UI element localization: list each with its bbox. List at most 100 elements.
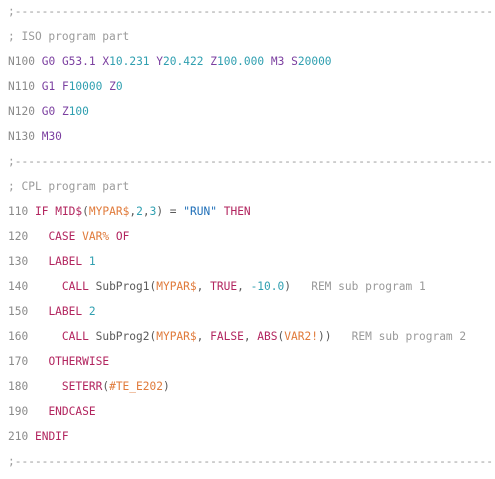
code-text-token: ( bbox=[102, 380, 110, 393]
code-text-token: , bbox=[142, 205, 150, 218]
code-line[interactable]: 160 CALL SubProg2(MYPAR$, FALSE, ABS(VAR… bbox=[8, 329, 466, 345]
variable-token: VAR2! bbox=[284, 330, 318, 343]
variable-token: MYPAR$ bbox=[88, 205, 130, 218]
numeric-value-token: 20000 bbox=[297, 55, 332, 68]
code-text-token bbox=[55, 80, 62, 93]
code-line[interactable]: 130 LABEL 1 bbox=[8, 254, 96, 270]
comment-token: ;---------------------------------------… bbox=[8, 455, 493, 468]
code-line[interactable]: 210 ENDIF bbox=[8, 429, 69, 445]
code-text-token bbox=[55, 105, 62, 118]
address-word-token: Z bbox=[210, 55, 217, 68]
code-line[interactable]: ; ISO program part bbox=[8, 29, 129, 45]
code-text-token bbox=[28, 205, 35, 218]
variable-token: MYPAR$ bbox=[156, 280, 197, 293]
code-text-token: , bbox=[129, 205, 137, 218]
comment-token: ; CPL program part bbox=[8, 180, 130, 193]
code-line[interactable]: N120 G0 Z100 bbox=[8, 104, 89, 120]
address-word-token: F bbox=[61, 80, 69, 93]
line-number-token: N130 bbox=[8, 130, 35, 143]
address-word-token: G0 bbox=[41, 105, 56, 118]
code-line[interactable]: ;---------------------------------------… bbox=[8, 4, 493, 20]
code-line[interactable]: 170 OTHERWISE bbox=[8, 354, 109, 370]
line-number-token: N110 bbox=[8, 80, 35, 93]
address-word-token: G0 bbox=[41, 55, 56, 68]
string-literal-token: "RUN" bbox=[183, 205, 217, 218]
numeric-value-token: 10.231 bbox=[109, 55, 150, 68]
code-line[interactable]: N100 G0 G53.1 X10.231 Y20.422 Z100.000 M… bbox=[8, 54, 332, 70]
code-text-token: ) = bbox=[156, 205, 184, 218]
address-word-token: M3 bbox=[270, 55, 285, 68]
code-line[interactable]: 180 SETERR(#TE_E202) bbox=[8, 379, 170, 395]
variable-token: MYPAR$ bbox=[156, 330, 197, 343]
line-number-token: N120 bbox=[8, 105, 35, 118]
code-text-token: ) bbox=[284, 280, 312, 293]
numeric-value-token: 1 bbox=[88, 255, 96, 268]
line-number-token: 150 bbox=[8, 305, 29, 318]
code-text-token bbox=[264, 55, 271, 68]
code-text-token bbox=[82, 305, 89, 318]
code-text-token: , bbox=[196, 280, 211, 293]
code-text-token bbox=[82, 255, 89, 268]
numeric-value-token: 20.422 bbox=[163, 55, 204, 68]
code-line[interactable]: ;---------------------------------------… bbox=[8, 154, 493, 170]
code-text-token: , bbox=[196, 330, 211, 343]
code-line[interactable]: N130 M30 bbox=[8, 129, 62, 145]
numeric-value-token: 2 bbox=[136, 205, 143, 218]
keyword-token: FALSE bbox=[210, 330, 244, 343]
code-text-token: , bbox=[237, 280, 251, 293]
keyword-token: SETERR bbox=[61, 380, 103, 393]
keyword-token: ABS bbox=[257, 330, 278, 343]
code-line[interactable]: 150 LABEL 2 bbox=[8, 304, 96, 320]
keyword-token: THEN bbox=[223, 205, 251, 218]
code-text-token: ( bbox=[82, 205, 89, 218]
code-text-token bbox=[28, 355, 48, 368]
line-number-token: 130 bbox=[8, 255, 29, 268]
code-line[interactable]: 190 ENDCASE bbox=[8, 404, 96, 420]
code-text-token bbox=[28, 255, 48, 268]
numeric-value-token: 2 bbox=[88, 305, 96, 318]
keyword-token: LABEL bbox=[48, 255, 83, 268]
line-number-token: N100 bbox=[8, 55, 35, 68]
code-text-token bbox=[28, 430, 35, 443]
keyword-token: OTHERWISE bbox=[48, 355, 110, 368]
code-text-token: ( bbox=[277, 330, 285, 343]
keyword-token: MID$ bbox=[55, 205, 83, 218]
code-line[interactable]: 120 CASE VAR% OF bbox=[8, 229, 129, 245]
line-number-token: 120 bbox=[8, 230, 29, 243]
line-number-token: 210 bbox=[8, 430, 29, 443]
code-line[interactable]: 140 CALL SubProg1(MYPAR$, TRUE, -10.0) R… bbox=[8, 279, 426, 295]
variable-token: #TE_E202 bbox=[109, 380, 163, 393]
address-word-token: X bbox=[102, 55, 110, 68]
code-text-token: , bbox=[243, 330, 258, 343]
code-text-token: SubProg2( bbox=[88, 330, 157, 343]
address-word-token: M30 bbox=[41, 130, 62, 143]
address-word-token: Y bbox=[156, 55, 164, 68]
code-line[interactable]: ; CPL program part bbox=[8, 179, 129, 195]
code-line[interactable]: N110 G1 F10000 Z0 bbox=[8, 79, 123, 95]
line-number-token: 180 bbox=[8, 380, 29, 393]
keyword-token: ENDCASE bbox=[48, 405, 96, 418]
code-text-token bbox=[55, 55, 62, 68]
address-word-token: Z bbox=[61, 105, 69, 118]
line-number-token: 170 bbox=[8, 355, 29, 368]
keyword-token: LABEL bbox=[48, 305, 83, 318]
code-text-token bbox=[28, 230, 48, 243]
line-number-token: 160 bbox=[8, 330, 29, 343]
code-text-token bbox=[28, 305, 48, 318]
numeric-value-token: 100 bbox=[68, 105, 89, 118]
address-word-token: S bbox=[291, 55, 298, 68]
address-word-token: G53.1 bbox=[61, 55, 96, 68]
line-number-token: 110 bbox=[8, 205, 29, 218]
numeric-value-token: 0 bbox=[115, 80, 123, 93]
remark-token: REM sub program 1 bbox=[311, 280, 426, 293]
code-text-token: )) bbox=[317, 330, 352, 343]
code-line[interactable]: 110 IF MID$(MYPAR$,2,3) = "RUN" THEN bbox=[8, 204, 251, 220]
code-text-token bbox=[28, 405, 48, 418]
code-line[interactable]: ;---------------------------------------… bbox=[8, 454, 493, 470]
code-text-token bbox=[217, 205, 224, 218]
address-word-token: Z bbox=[109, 80, 116, 93]
code-text-token bbox=[35, 55, 42, 68]
code-text-token bbox=[28, 380, 62, 393]
code-text-token bbox=[28, 280, 62, 293]
